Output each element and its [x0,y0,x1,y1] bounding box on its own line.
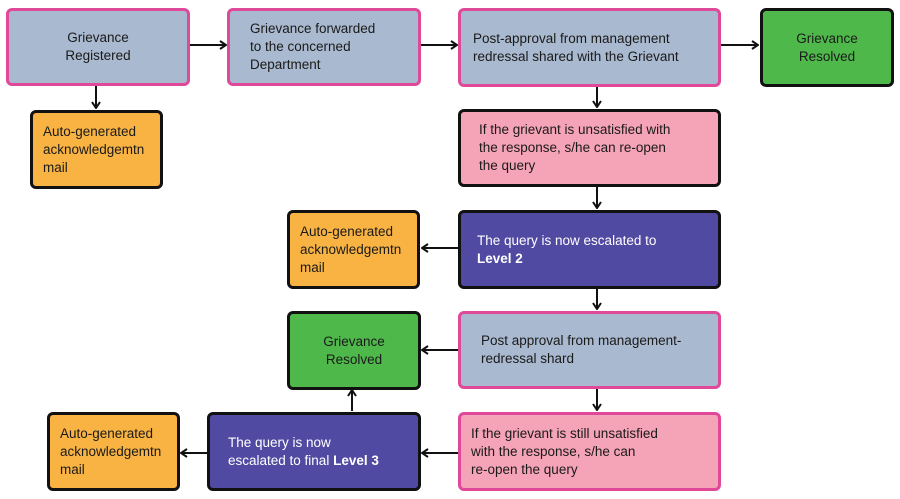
node-label: Grievance Resolved [323,333,385,367]
node-label: If the grievant is unsatisfied with the … [479,122,671,173]
node-label: Auto-generated acknowledgemtn mail [60,425,162,477]
post-approval-node-2: Post approval from management- redressal… [458,311,721,389]
grievance-registered-node: Grievance Registered [6,8,190,86]
auto-ack-node-2: Auto-generated acknowledgemtn mail [287,210,420,289]
node-label: Grievance forwarded to the concerned Dep… [250,21,376,72]
node-label: The query is now escalated to final Leve… [228,434,379,470]
node-label: The query is now escalated to Level 2 [477,232,656,268]
still-unsatisfied-reopen-node: If the grievant is still unsatisfied wit… [458,412,721,491]
escalated-level3-node: The query is now escalated to final Leve… [207,412,421,491]
node-label: Grievance Resolved [796,30,858,64]
node-label: If the grievant is still unsatisfied wit… [471,425,658,477]
grievance-resolved-node-1: Grievance Resolved [760,8,894,87]
auto-ack-node-3: Auto-generated acknowledgemtn mail [47,412,180,491]
node-label: Auto-generated acknowledgemtn mail [43,123,145,175]
node-label: Post approval from management- redressal… [481,333,682,366]
node-label: Auto-generated acknowledgemtn mail [300,223,402,275]
auto-ack-node-1: Auto-generated acknowledgemtn mail [30,110,163,189]
escalation-text: The query is now escalated to final [228,434,331,468]
node-label: Grievance Registered [65,30,131,63]
node-label: Post-approval from management redressal … [473,30,679,64]
escalated-level2-node: The query is now escalated to Level 2 [458,210,721,289]
level-label: Level 3 [333,452,379,468]
grievance-resolved-node-2: Grievance Resolved [287,311,421,390]
escalation-text: The query is now escalated to [477,232,657,248]
unsatisfied-reopen-node: If the grievant is unsatisfied with the … [458,109,721,187]
post-approval-node: Post-approval from management redressal … [458,8,721,87]
grievance-forwarded-node: Grievance forwarded to the concerned Dep… [227,8,421,86]
level-label: Level 2 [477,250,523,266]
